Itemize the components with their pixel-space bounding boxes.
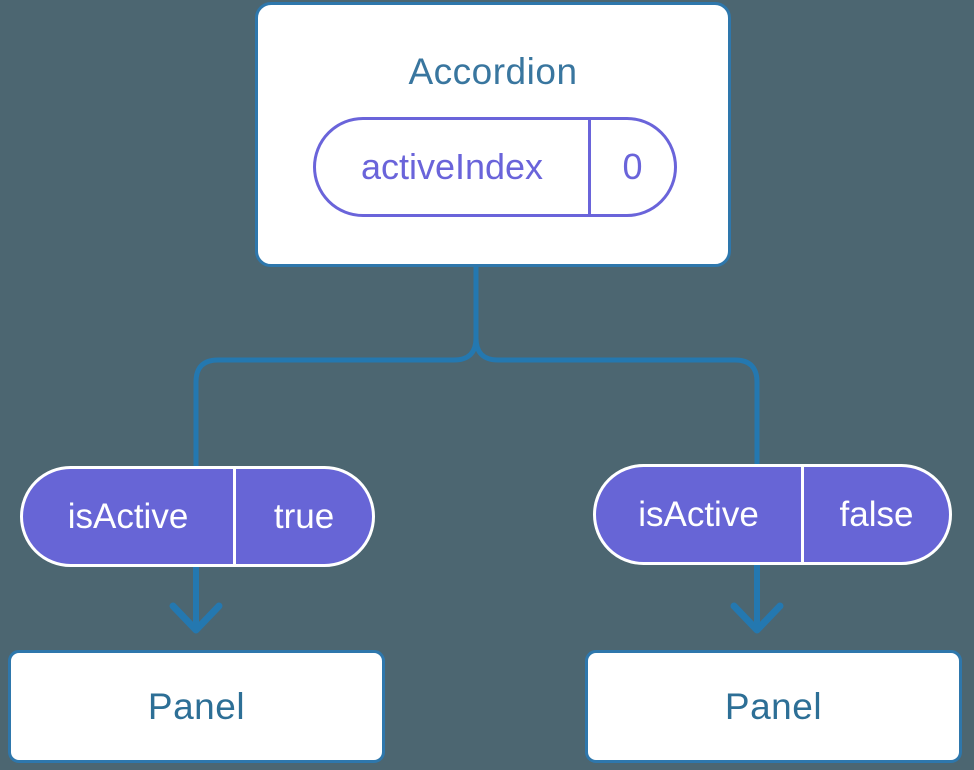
prop-pill-right-label: isActive (596, 467, 804, 562)
connector-right-branch (473, 337, 760, 464)
arrow-head-left-icon (169, 602, 223, 634)
state-pill: activeIndex 0 (313, 117, 677, 217)
prop-pill-right-value: false (839, 494, 914, 534)
arrow-head-right-icon (730, 602, 784, 634)
prop-pill-left: isActive true (20, 466, 375, 567)
panel-component-node-left: Panel (8, 650, 385, 763)
accordion-component-node: Accordion activeIndex 0 (255, 2, 731, 267)
connector-left-branch (193, 266, 479, 466)
state-pill-value: 0 (622, 146, 643, 187)
prop-pill-left-value: true (273, 496, 335, 536)
state-pill-label: activeIndex (316, 120, 591, 214)
panel-right-title: Panel (724, 685, 823, 727)
prop-pill-right: isActive false (593, 464, 952, 565)
component-title: Accordion (408, 51, 578, 92)
prop-pill-left-label: isActive (23, 469, 236, 564)
panel-left-title: Panel (147, 685, 246, 727)
panel-component-node-right: Panel (585, 650, 962, 763)
